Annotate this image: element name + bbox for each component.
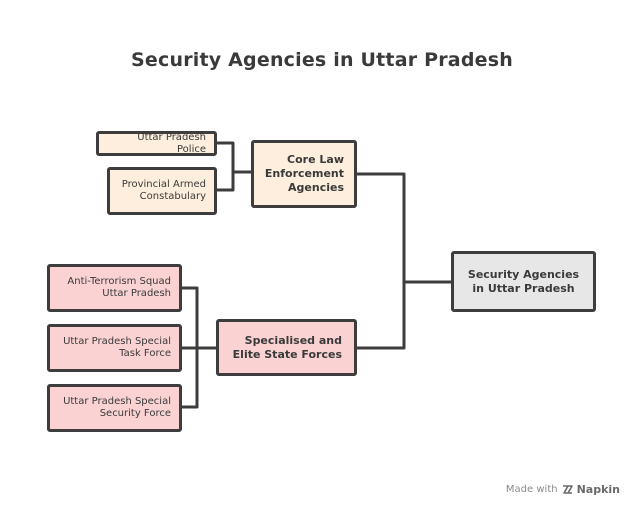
- node-label: Core Law Enforcement Agencies: [264, 153, 344, 194]
- node-label: Uttar Pradesh Special Task Force: [63, 336, 171, 359]
- made-with-napkin-badge: Made with Napkin: [506, 483, 620, 496]
- napkin-logo-icon: [562, 485, 573, 494]
- diagram-title: Security Agencies in Uttar Pradesh: [131, 49, 513, 71]
- node-root-security-agencies: Security Agencies in Uttar Pradesh: [451, 251, 596, 312]
- node-specialised-elite-state-forces: Specialised and Elite State Forces: [216, 319, 357, 376]
- napkin-brand-text: Napkin: [576, 483, 620, 496]
- node-anti-terrorism-squad: Anti-Terrorism Squad Uttar Pradesh: [47, 264, 182, 312]
- node-provincial-armed-constabulary: Provincial Armed Constabulary: [107, 167, 217, 215]
- node-up-special-security-force: Uttar Pradesh Special Security Force: [47, 384, 182, 432]
- connector-groups-root: [355, 172, 453, 350]
- node-uttar-pradesh-police: Uttar Pradesh Police: [96, 131, 217, 156]
- node-up-special-task-force: Uttar Pradesh Special Task Force: [47, 324, 182, 372]
- connector-core-children: [215, 141, 253, 192]
- made-with-text: Made with: [505, 484, 558, 495]
- node-label: Specialised and Elite State Forces: [232, 333, 342, 361]
- node-label: Anti-Terrorism Squad Uttar Pradesh: [67, 276, 171, 299]
- node-label: Security Agencies in Uttar Pradesh: [467, 267, 580, 295]
- node-core-law-enforcement-agencies: Core Law Enforcement Agencies: [251, 140, 357, 208]
- node-label: Provincial Armed Constabulary: [121, 179, 206, 202]
- connector-elite-children: [180, 286, 218, 409]
- node-label: Uttar Pradesh Special Security Force: [63, 396, 171, 419]
- node-label: Uttar Pradesh Police: [137, 131, 206, 155]
